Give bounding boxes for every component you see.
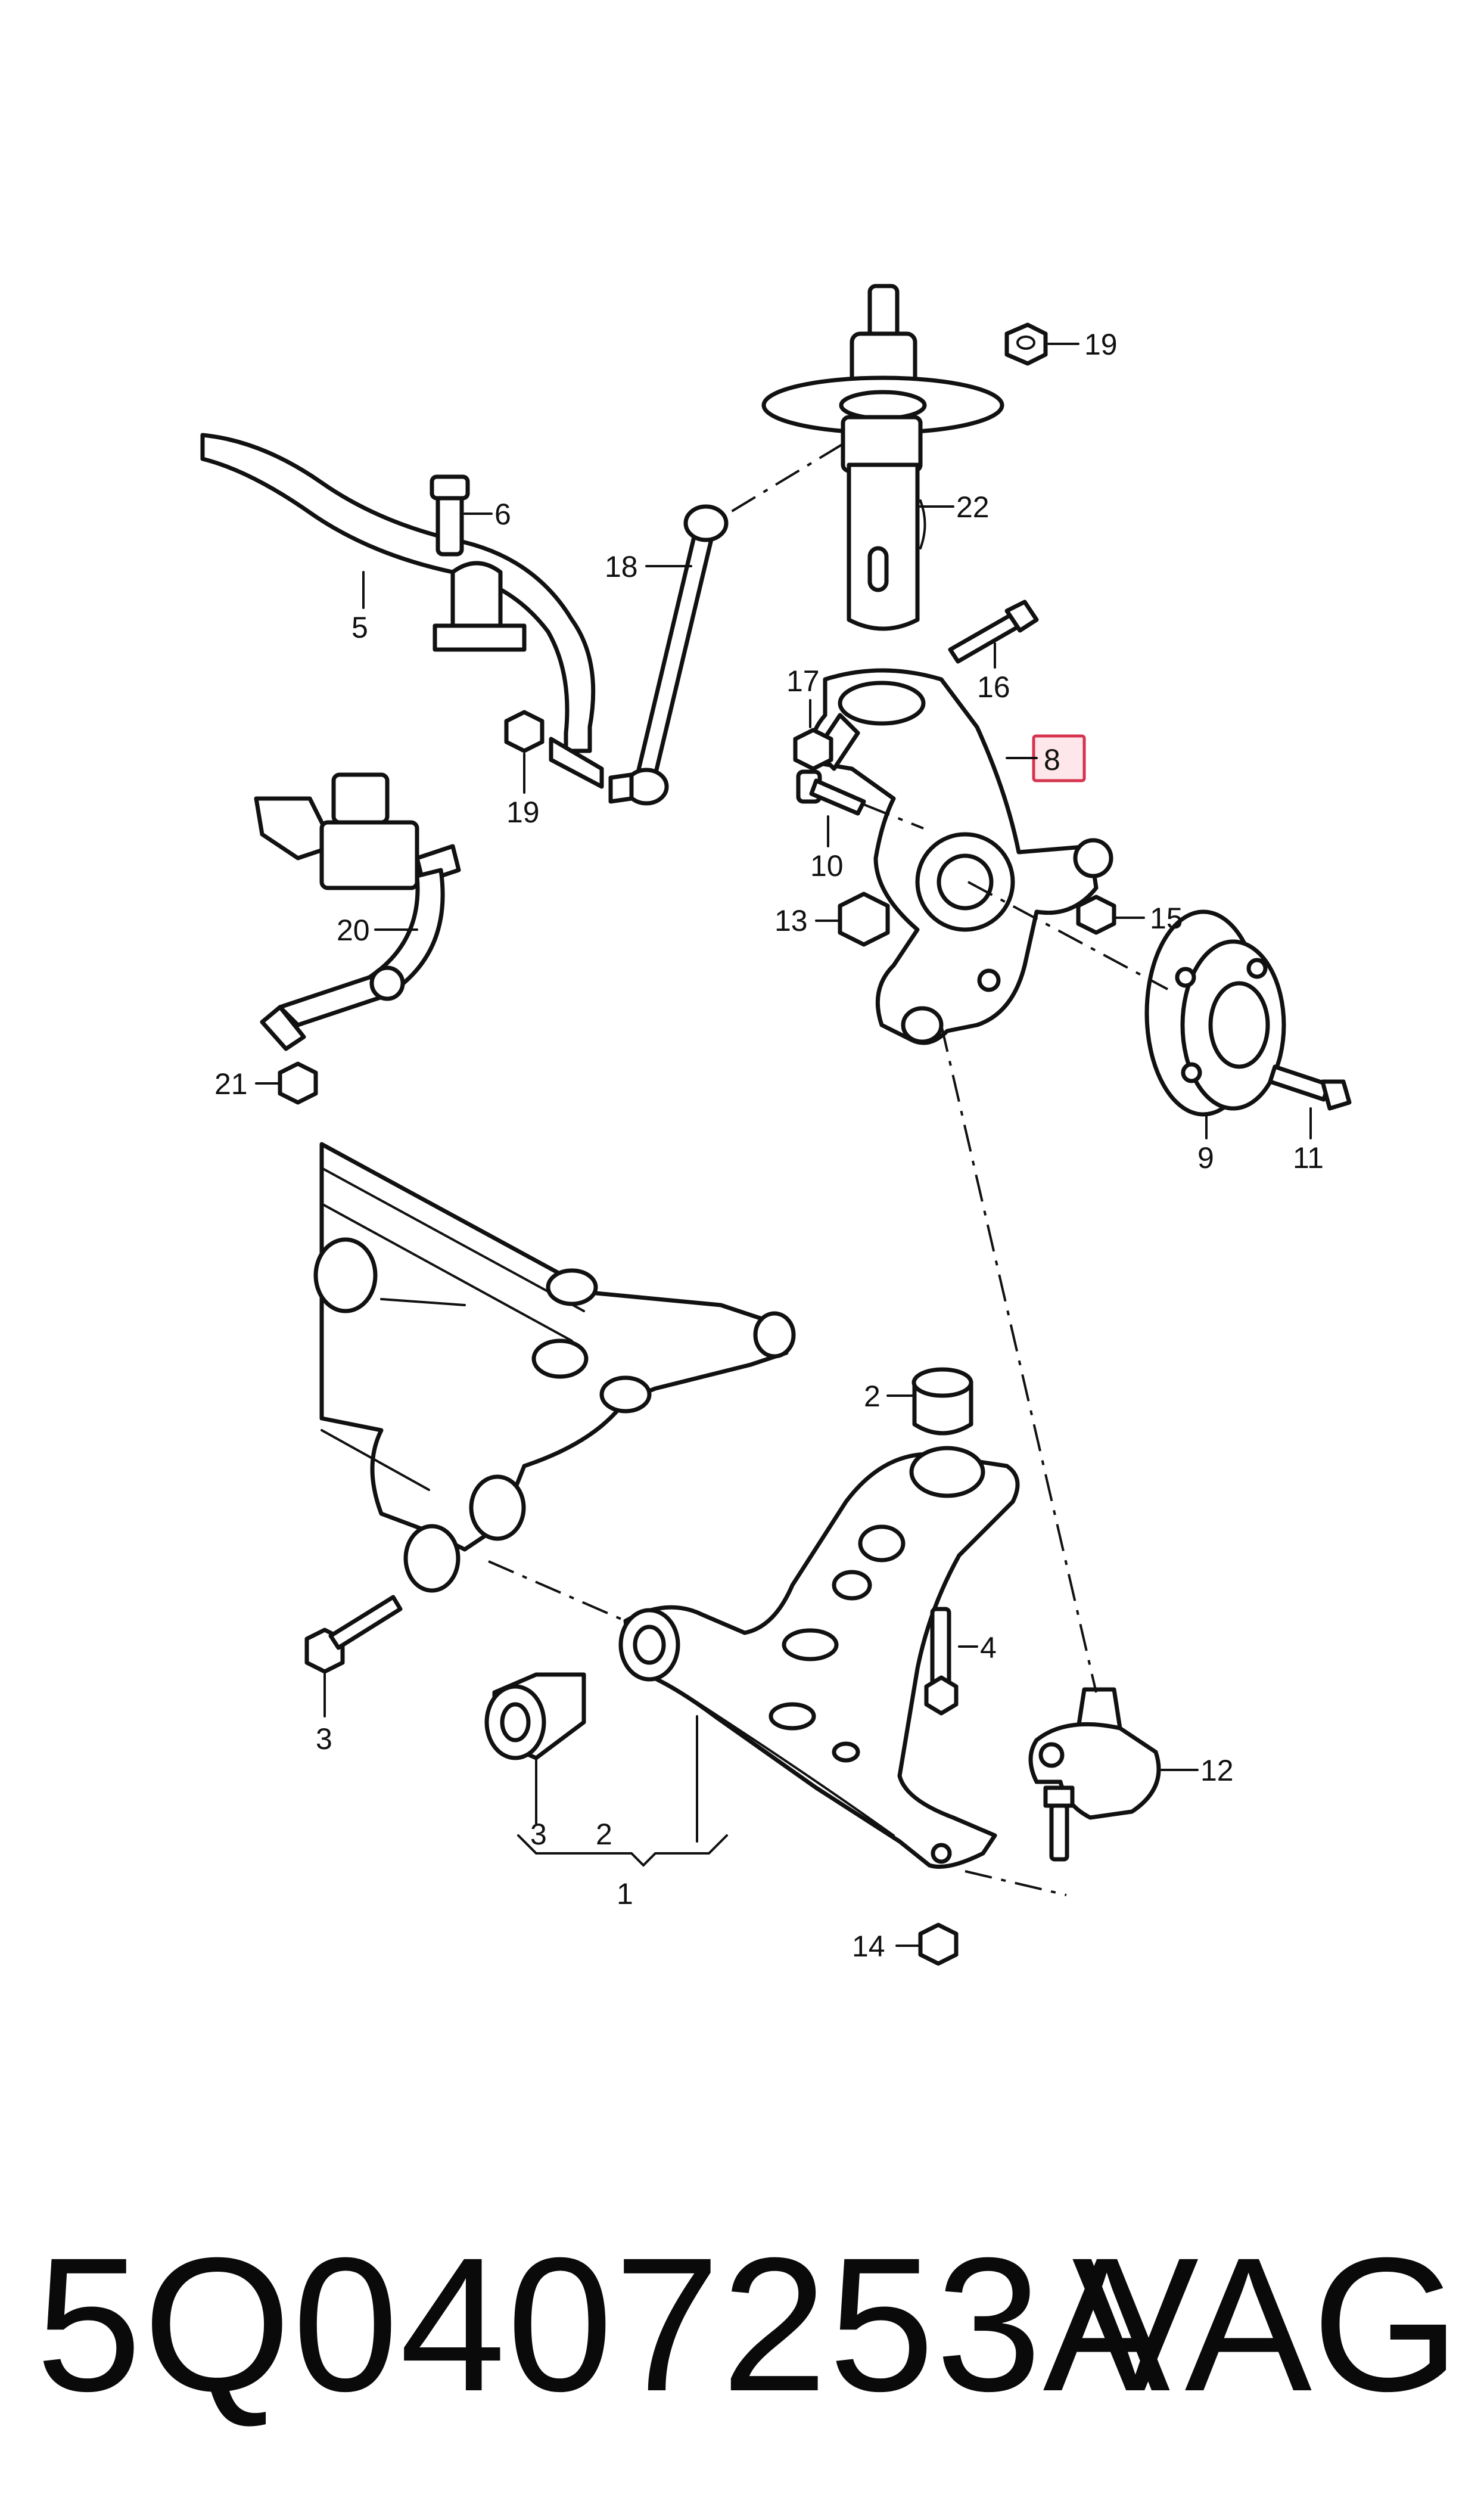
callout-22: 22 bbox=[956, 490, 990, 524]
bolt-16 bbox=[948, 600, 1039, 664]
nut-17 bbox=[793, 728, 833, 771]
callout-13: 13 bbox=[774, 904, 808, 937]
wheel-bearing-housing bbox=[810, 668, 1113, 1045]
callout-8: 8 bbox=[1044, 743, 1060, 776]
nut-15 bbox=[1076, 894, 1116, 935]
callout-6: 5 bbox=[351, 611, 368, 644]
callout-2-upper: 2 bbox=[864, 1380, 881, 1413]
nut-21 bbox=[278, 1061, 318, 1105]
callout-4: 3 bbox=[316, 1722, 332, 1756]
callout-20: 20 bbox=[337, 914, 370, 947]
part-number: 5Q0407253A bbox=[36, 2217, 1172, 2431]
callout-21: 21 bbox=[214, 1067, 248, 1101]
callout-17: 17 bbox=[786, 664, 820, 698]
callout-19-left: 19 bbox=[506, 796, 540, 829]
subframe bbox=[313, 1142, 796, 1593]
nut-left bbox=[504, 710, 545, 753]
bolt-5 bbox=[924, 1607, 959, 1716]
nut-13 bbox=[838, 892, 890, 947]
bush-2-upper bbox=[911, 1367, 973, 1436]
callout-14: 14 bbox=[852, 1930, 885, 1963]
anti-roll-bar bbox=[200, 433, 604, 789]
callout-16: 16 bbox=[977, 670, 1010, 704]
wheel-hub bbox=[1144, 909, 1286, 1117]
callout-18: 18 bbox=[605, 550, 638, 583]
callout-11: 11 bbox=[1293, 1141, 1324, 1175]
bolt-11 bbox=[1268, 1064, 1352, 1111]
callout-labels: 19 22 6 18 5 16 17 8 19 10 13 15 20 9 11… bbox=[214, 328, 1324, 1963]
ball-joint bbox=[1028, 1687, 1161, 1862]
level-sensor bbox=[254, 772, 461, 1051]
nut-top bbox=[1004, 322, 1048, 366]
assembly-axis-lines bbox=[488, 443, 1168, 1896]
bolt-10 bbox=[796, 769, 866, 816]
callout-9: 9 bbox=[1197, 1141, 1214, 1175]
nut-14 bbox=[918, 1922, 959, 1966]
callout-12: 12 bbox=[1200, 1754, 1234, 1787]
bush-3 bbox=[484, 1672, 586, 1760]
leader-lines bbox=[255, 343, 1312, 1947]
callout-7: 6 bbox=[494, 498, 511, 531]
callout-15: 15 bbox=[1150, 902, 1183, 935]
callout-3: 3 bbox=[530, 1818, 547, 1851]
callout-5: 4 bbox=[980, 1631, 997, 1664]
callout-10: 10 bbox=[810, 849, 844, 883]
strut-assembly bbox=[761, 284, 1004, 631]
exploded-suspension-diagram: 19 22 6 18 5 16 17 8 19 10 13 15 20 9 11… bbox=[200, 284, 1352, 1966]
stabiliser-link bbox=[608, 504, 729, 806]
control-arm bbox=[618, 1446, 1020, 1869]
callout-1: 1 bbox=[617, 1877, 633, 1911]
brand-name: VAG bbox=[1071, 2217, 1460, 2431]
callout-2-lower: 2 bbox=[596, 1818, 612, 1851]
bolt-4 bbox=[304, 1595, 403, 1674]
callout-19-top: 19 bbox=[1084, 328, 1118, 361]
